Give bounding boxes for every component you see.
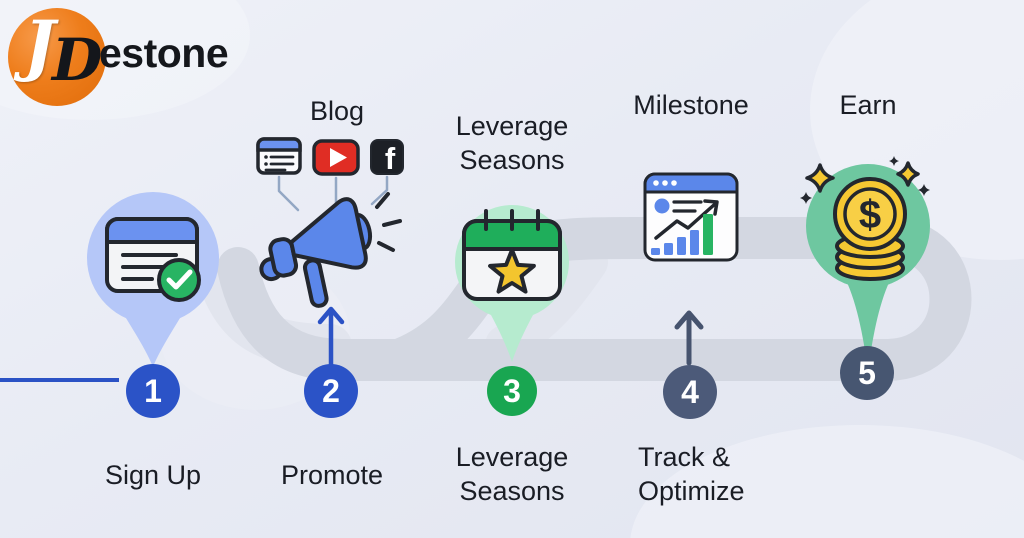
top-label-milestone: Milestone	[633, 90, 749, 120]
bar-chart-icon	[651, 214, 713, 255]
step-badge-2: 2	[304, 364, 358, 418]
step-number-3: 3	[503, 372, 521, 409]
bottom-label-leverage-seasons: Leverage Seasons	[455, 442, 569, 506]
logo-wordmark: estone	[99, 30, 229, 76]
pin-signup	[87, 192, 219, 367]
analytics-window-icon	[643, 172, 739, 262]
brand-logo: J D estone	[0, 0, 320, 120]
track-up-arrow-icon	[674, 310, 704, 366]
bottom-label-promote: Promote	[280, 460, 384, 490]
top-label-earn: Earn	[839, 90, 897, 120]
bottom-label-track-optimize: Track & Optimize	[638, 442, 745, 506]
logo-circle	[8, 8, 106, 106]
step-badge-4: 4	[663, 365, 717, 419]
step-badge-5: 5	[840, 346, 894, 400]
step-number-2: 2	[322, 372, 340, 409]
trend-arrow-icon	[654, 202, 717, 240]
check-circle-icon	[157, 258, 201, 302]
pin-seasons	[455, 205, 569, 362]
check-mark-icon	[166, 269, 193, 290]
sparkle-icons	[800, 156, 930, 204]
dollar-glyph: $	[859, 193, 881, 237]
blog-window-icon	[256, 137, 302, 175]
megaphone-icon	[259, 197, 373, 308]
youtube-icon	[312, 139, 360, 176]
top-label-leverage-seasons: Leverage Seasons	[455, 111, 569, 175]
signup-form-icon	[105, 217, 201, 302]
star-icon	[488, 248, 536, 294]
facebook-icon: f	[370, 139, 404, 176]
calendar-star-icon	[462, 209, 562, 301]
promote-up-arrow-icon	[317, 306, 345, 367]
bottom-label-sign-up: Sign Up	[104, 460, 202, 490]
coins-icon: $	[800, 156, 930, 281]
step-badge-1: 1	[126, 364, 180, 418]
step-number-1: 1	[144, 372, 162, 409]
facebook-f-glyph: f	[385, 141, 396, 176]
step-badge-3: 3	[487, 366, 537, 416]
top-label-blog: Blog	[309, 96, 365, 126]
logo-initial-d: D	[52, 26, 103, 94]
step-number-5: 5	[858, 354, 876, 391]
sound-lines-icon	[375, 192, 402, 252]
pin-earn: $	[800, 156, 930, 370]
channel-connector-lines	[277, 175, 389, 212]
step-number-4: 4	[681, 373, 699, 410]
logo-initial-j: J	[24, 6, 56, 84]
